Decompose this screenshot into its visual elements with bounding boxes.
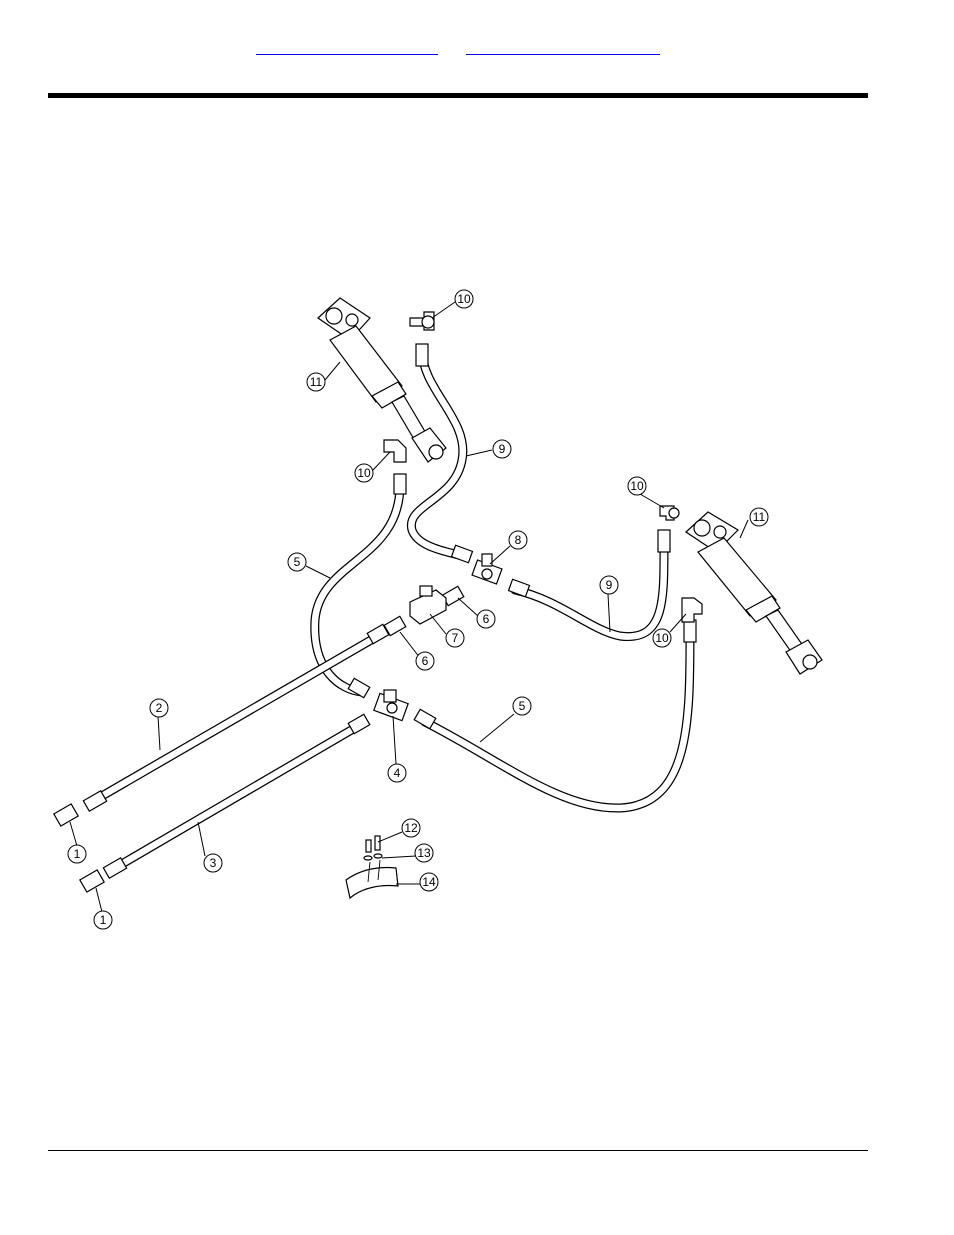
svg-text:11: 11 (753, 510, 766, 524)
callout-10-b: 10 (355, 464, 373, 482)
svg-text:7: 7 (452, 631, 459, 645)
callout-7: 7 (446, 629, 464, 647)
svg-text:1: 1 (74, 847, 81, 861)
svg-text:10: 10 (357, 466, 371, 480)
callout-12: 12 (402, 819, 420, 837)
callout-10-d: 10 (653, 629, 671, 647)
svg-text:10: 10 (630, 479, 644, 493)
svg-text:10: 10 (457, 292, 471, 306)
callout-8: 8 (509, 531, 527, 549)
svg-text:6: 6 (422, 654, 429, 668)
svg-text:8: 8 (515, 533, 522, 547)
callout-14: 14 (420, 873, 438, 891)
callout-3: 3 (204, 854, 222, 872)
svg-text:13: 13 (417, 846, 431, 860)
svg-text:11: 11 (310, 375, 323, 389)
callout-2: 2 (150, 699, 168, 717)
callout-9-b: 9 (600, 576, 618, 594)
callout-1-b: 1 (94, 911, 112, 929)
svg-text:9: 9 (606, 578, 613, 592)
callout-11-a: 11 (307, 373, 325, 391)
svg-text:4: 4 (394, 766, 401, 780)
callout-9-a: 9 (493, 440, 511, 458)
svg-text:12: 12 (404, 821, 418, 835)
callout-4: 4 (388, 764, 406, 782)
svg-text:5: 5 (519, 699, 526, 713)
svg-text:14: 14 (422, 875, 436, 889)
hoses (95, 350, 690, 868)
callout-5-b: 5 (513, 697, 531, 715)
callout-6-b: 6 (416, 652, 434, 670)
svg-text:1: 1 (100, 913, 107, 927)
svg-text:5: 5 (294, 555, 301, 569)
callout-1-a: 1 (68, 845, 86, 863)
svg-text:3: 3 (210, 856, 217, 870)
svg-text:2: 2 (156, 701, 163, 715)
svg-text:10: 10 (655, 631, 669, 645)
callout-5-a: 5 (288, 553, 306, 571)
svg-text:6: 6 (483, 612, 490, 626)
callout-10-a: 10 (455, 290, 473, 308)
callout-10-c: 10 (628, 477, 646, 495)
footer-rule (48, 1150, 868, 1151)
callout-13: 13 (415, 844, 433, 862)
svg-text:9: 9 (499, 442, 506, 456)
cylinder-lower (686, 512, 822, 674)
callout-11-b: 11 (750, 508, 768, 526)
callout-6-a: 6 (477, 610, 495, 628)
